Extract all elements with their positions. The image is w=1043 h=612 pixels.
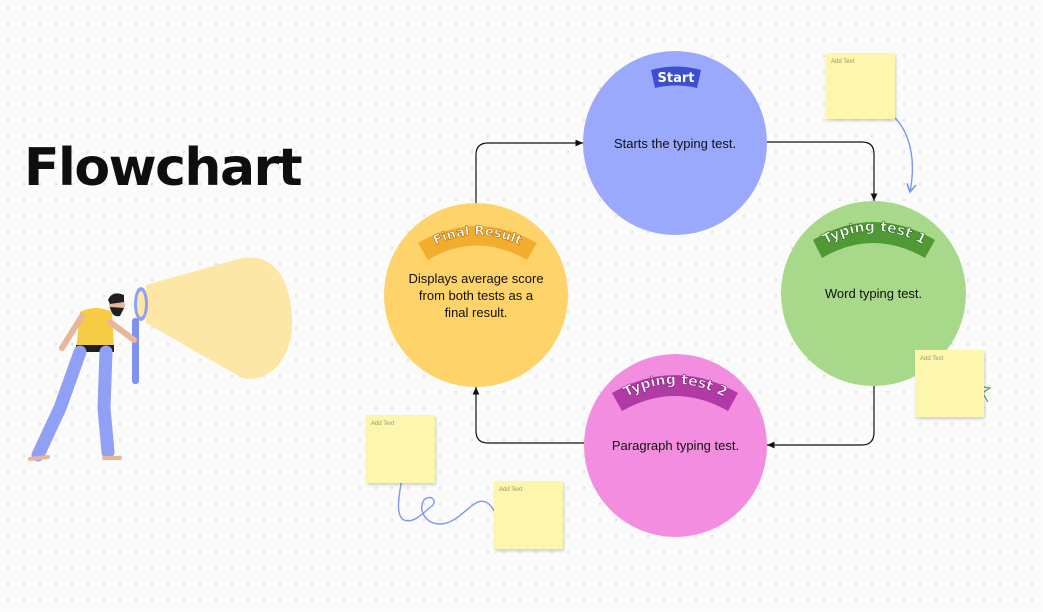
double-arrow-doodle (878, 105, 917, 194)
node-typing-test-2[interactable]: Paragraph typing test. (584, 354, 767, 537)
node-final-result-text: Displays average score from both tests a… (408, 270, 544, 320)
flashlight-beam (146, 257, 293, 379)
node-typing-test-2-text: Paragraph typing test. (611, 438, 740, 453)
node-typing-test-1-text: Word typing test. (824, 286, 923, 301)
sticky-note[interactable]: Add Text (826, 53, 895, 119)
person-with-magnifier-illustration (28, 257, 293, 462)
node-final-result[interactable]: Displays average score from both tests a… (384, 203, 568, 387)
node-start-text: Starts the typing test. (613, 135, 737, 151)
sticky-note-text: Add Text (499, 487, 523, 493)
sticky-note-text: Add Text (920, 356, 944, 362)
connector-typing-test-2-to-final-result (472, 387, 584, 444)
page-title: Flowchart (24, 138, 303, 198)
connector-typing-test-1-to-typing-test-2 (767, 386, 875, 449)
sticky-note[interactable]: Add Text (494, 481, 563, 549)
node-start[interactable]: Starts the typing test. (583, 51, 767, 235)
sticky-note-text: Add Text (371, 421, 395, 427)
sticky-note[interactable]: Add Text (366, 415, 435, 483)
squiggle-doodle (397, 477, 501, 525)
sticky-note[interactable]: Add Text (915, 350, 984, 417)
connector-final-result-to-start (475, 139, 583, 203)
connector-start-to-typing-test-1 (767, 141, 878, 201)
sticky-note-text: Add Text (831, 59, 855, 65)
